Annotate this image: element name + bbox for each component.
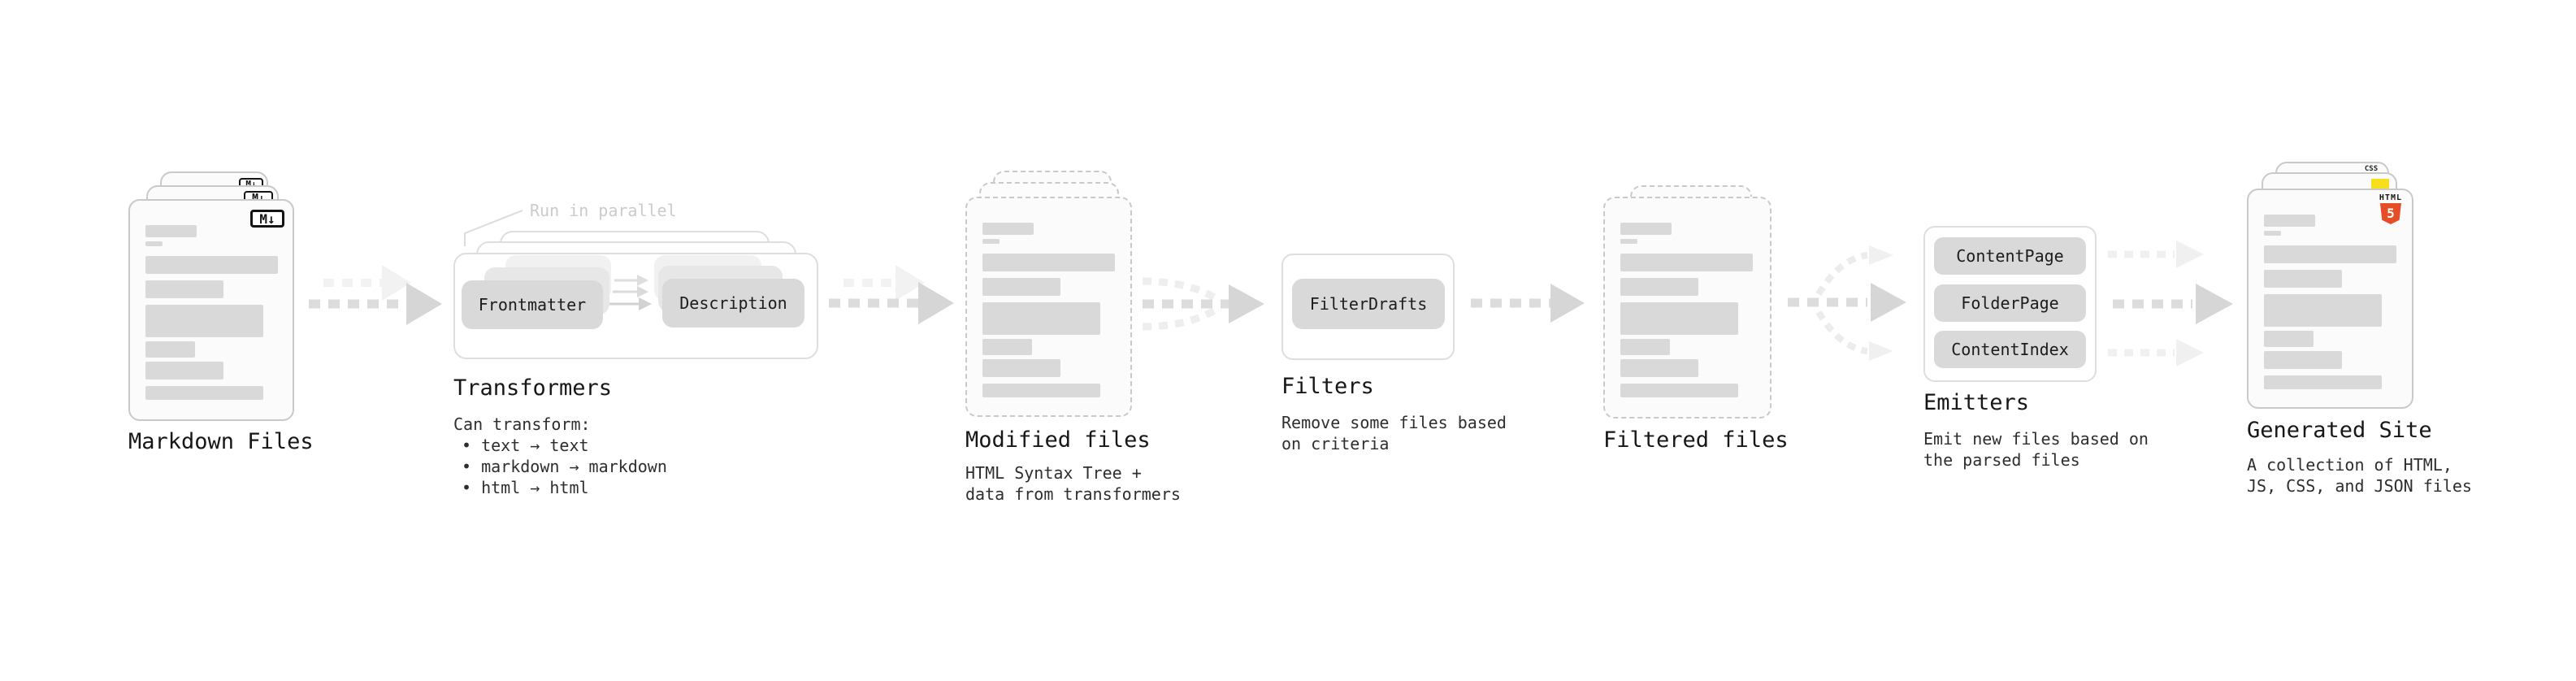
placeholder-bar — [1620, 384, 1738, 397]
stage-description: JS, CSS, and JSON files — [2247, 476, 2472, 496]
stage-description: • markdown → markdown — [462, 457, 667, 476]
placeholder-bar — [145, 241, 163, 246]
document-card: M↓ — [128, 199, 294, 421]
js-icon — [2371, 179, 2389, 189]
stage-description: • text → text — [462, 436, 589, 455]
placeholder-bar — [145, 280, 223, 298]
placeholder-bar — [145, 386, 263, 400]
stage-description: on criteria — [1281, 434, 1390, 453]
placeholder-bar — [1620, 254, 1753, 271]
emitter-contentpage-pill: ContentPage — [1934, 237, 2086, 275]
placeholder-bar — [982, 278, 1060, 296]
transformer-description-pill: Description — [662, 279, 804, 327]
document-card: HTML 5 — [2247, 189, 2413, 409]
document-card — [965, 197, 1132, 417]
flow-arrow-modified-to-filters-merge — [1142, 277, 1264, 331]
stage-description: data from transformers — [965, 484, 1181, 504]
placeholder-bar — [982, 254, 1115, 271]
flow-arrow-filters-to-filtered — [1471, 284, 1585, 323]
placeholder-bar — [2264, 351, 2342, 369]
stage-title: Filters — [1281, 374, 1374, 399]
placeholder-bar — [1620, 339, 1670, 355]
placeholder-bar — [145, 256, 278, 274]
emitter-folderpage-pill: FolderPage — [1934, 284, 2086, 322]
stage-title: Emitters — [1923, 390, 2030, 415]
stage-description: Can transform: — [453, 414, 591, 434]
placeholder-bar — [1620, 302, 1738, 335]
stage-title: Transformers — [453, 375, 613, 401]
stage-description: • html → html — [462, 478, 589, 497]
placeholder-bar — [145, 362, 223, 380]
transformer-frontmatter-pill: Frontmatter — [462, 280, 603, 329]
placeholder-bar — [2264, 331, 2314, 347]
stage-description: the parsed files — [1923, 450, 2080, 470]
emitter-contentindex-pill: ContentIndex — [1934, 331, 2086, 368]
stage-description: A collection of HTML, — [2247, 455, 2452, 475]
flow-arrow-filtered-to-emitters-split — [1788, 245, 1906, 361]
placeholder-bar — [2264, 294, 2382, 327]
html5-icon: HTML 5 — [2379, 194, 2402, 224]
placeholder-bar — [2264, 215, 2315, 227]
stage-description: Remove some files based — [1281, 413, 1507, 432]
document-card — [1603, 197, 1772, 419]
placeholder-bar — [982, 384, 1100, 397]
placeholder-bar — [982, 359, 1060, 377]
placeholder-bar — [2264, 231, 2281, 236]
placeholder-bar — [982, 223, 1034, 235]
markdown-icon: M↓ — [250, 210, 284, 228]
placeholder-bar — [1620, 239, 1637, 244]
placeholder-bar — [2264, 375, 2382, 389]
flow-arrow-emitters-to-generated — [2108, 241, 2233, 367]
stage-description: Emit new files based on — [1923, 429, 2149, 449]
flow-arrow-markdown-to-transformers — [309, 265, 442, 325]
stage-title: Generated Site — [2247, 418, 2432, 443]
placeholder-bar — [2264, 245, 2396, 263]
placeholder-bar — [1620, 278, 1698, 296]
stage-title: Markdown Files — [128, 429, 314, 454]
run-in-parallel-label: Run in parallel — [530, 201, 677, 220]
stage-title: Modified files — [965, 427, 1151, 453]
placeholder-bar — [1620, 359, 1698, 377]
stage-description: HTML Syntax Tree + — [965, 463, 1142, 483]
flow-arrow-transformers-to-modified — [829, 265, 954, 324]
filter-drafts-pill: FilterDrafts — [1292, 279, 1445, 329]
placeholder-bar — [982, 239, 1000, 244]
placeholder-bar — [1620, 223, 1672, 235]
placeholder-bar — [982, 339, 1032, 355]
placeholder-bar — [982, 302, 1100, 335]
placeholder-bar — [145, 305, 263, 337]
stage-title: Filtered files — [1603, 427, 1789, 453]
placeholder-bar — [145, 341, 195, 358]
placeholder-bar — [145, 225, 197, 237]
placeholder-bar — [2264, 270, 2342, 288]
